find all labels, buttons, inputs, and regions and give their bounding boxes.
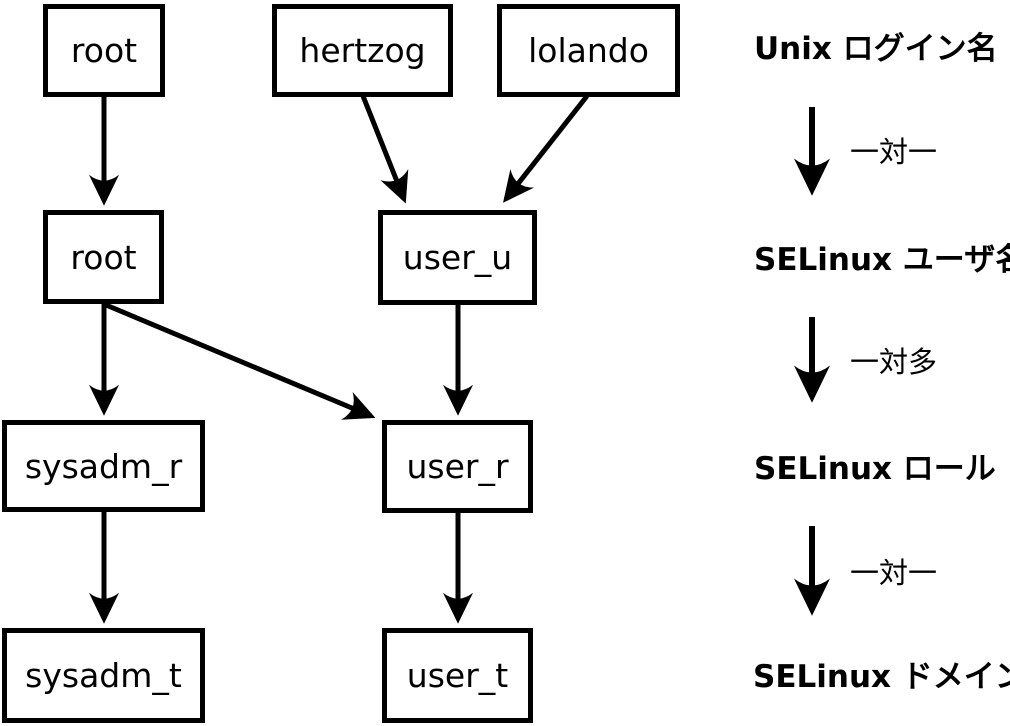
arrow-lolando-to-user-u bbox=[503, 94, 589, 203]
node-selinux-user-root: root bbox=[43, 210, 164, 304]
legend-one-to-one-2: 一対一 bbox=[850, 556, 938, 590]
node-selinux-user-user-u: user_u bbox=[378, 210, 537, 305]
legend-one-to-one-1: 一対一 bbox=[850, 135, 938, 169]
node-unix-login-hertzog: hertzog bbox=[272, 4, 453, 97]
legend-one-to-many: 一対多 bbox=[850, 345, 938, 379]
node-selinux-role-sysadm-r: sysadm_r bbox=[2, 420, 205, 512]
node-unix-login-root: root bbox=[43, 4, 165, 97]
node-selinux-domain-user-t: user_t bbox=[382, 628, 533, 723]
node-selinux-domain-sysadm-t: sysadm_t bbox=[2, 628, 205, 723]
legend-selinux-role: SELinux ロール bbox=[754, 451, 996, 487]
legend-selinux-domain: SELinux ドメイン bbox=[753, 659, 1010, 695]
node-selinux-role-user-r: user_r bbox=[382, 420, 533, 513]
legend-selinux-user-name: SELinux ユーザ名 bbox=[754, 242, 1010, 278]
arrow-hertzog-to-user-u bbox=[360, 95, 409, 204]
arrow-root-to-user-r bbox=[105, 302, 376, 420]
node-unix-login-lolando: lolando bbox=[497, 4, 680, 97]
legend-unix-login-name: Unix ログイン名 bbox=[754, 31, 998, 67]
